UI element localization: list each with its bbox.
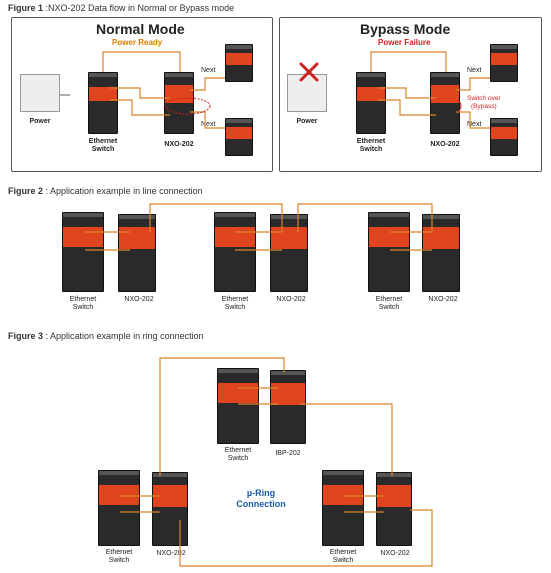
- switch-label-normal: Ethernet Switch: [88, 138, 118, 153]
- next-device-top-normal: [225, 44, 253, 82]
- power-label-bypass: Power: [296, 118, 318, 125]
- ring-right-switch-label: Ethernet Switch: [329, 549, 357, 564]
- ring-connection-label: µ-Ring Connection: [236, 488, 286, 509]
- line-switch-1-label: Ethernet Switch: [69, 296, 97, 311]
- switch-label-bypass: Ethernet Switch: [356, 138, 386, 153]
- line-link-1-2: [149, 203, 283, 232]
- normal-link-a: [110, 87, 170, 99]
- ring-top-device-label: IBP-202: [275, 450, 301, 457]
- line-nxo-2: [270, 214, 308, 292]
- line-nxo-2-label: NXO-202: [276, 296, 306, 303]
- line-nxo-1-label: NXO-202: [124, 296, 154, 303]
- power-failure-cross-icon: [299, 62, 319, 82]
- power-supply-bypass: [287, 74, 327, 112]
- ring-link-bottom: [179, 509, 433, 567]
- ring-right-device-label: NXO-202: [380, 550, 410, 557]
- line-switch-3-label: Ethernet Switch: [375, 296, 403, 311]
- ring-right-switch: [322, 470, 364, 546]
- normal-mode-title: Normal Mode: [96, 21, 185, 37]
- figure-2-text: : Application example in line connection: [43, 186, 203, 196]
- ring-top-switch: [217, 368, 259, 444]
- next-label-bottom-normal: Next: [201, 121, 216, 128]
- figure-2-label: Figure 2: [8, 186, 44, 196]
- bypass-link-next-top: [456, 77, 490, 91]
- next-device-bottom-normal: [225, 118, 253, 156]
- ethernet-switch-bypass: [356, 72, 386, 134]
- power-label-normal: Power: [29, 118, 51, 125]
- next-label-bottom-bypass: Next: [467, 121, 482, 128]
- figure-3-label: Figure 3: [8, 331, 44, 341]
- ring-right-nxo: [376, 472, 412, 546]
- line-switch-2-label: Ethernet Switch: [221, 296, 249, 311]
- ring-top-switch-label: Ethernet Switch: [224, 447, 252, 462]
- normal-mode-subtitle: Power Ready: [112, 38, 163, 47]
- next-label-top-normal: Next: [201, 67, 216, 74]
- figure-1-text: :NXO-202 Data flow in Normal or Bypass m…: [43, 3, 235, 13]
- ring-left-switch-label: Ethernet Switch: [105, 549, 133, 564]
- next-label-top-bypass: Next: [467, 67, 482, 74]
- figure-1-caption: Figure 1 :NXO-202 Data flow in Normal or…: [8, 3, 234, 13]
- bypass-mode-title: Bypass Mode: [360, 21, 451, 37]
- line-link-2-3: [297, 203, 433, 232]
- nxo-202-normal: [164, 72, 194, 134]
- line-switch-3: [368, 212, 410, 292]
- figure-2-caption: Figure 2 : Application example in line c…: [8, 186, 203, 196]
- ring-left-switch: [98, 470, 140, 546]
- ethernet-switch-normal: [88, 72, 118, 134]
- nxo-202-bypass: [430, 72, 460, 134]
- switch-over-label: Switch over (Bypass): [467, 95, 501, 110]
- ring-link-top-left: [159, 357, 285, 476]
- bypass-link-b: [378, 99, 436, 116]
- next-device-top-bypass: [490, 44, 518, 82]
- next-device-bottom-bypass: [490, 118, 518, 156]
- normal-link-b: [110, 99, 170, 116]
- normal-link-next-top: [190, 77, 225, 91]
- device-label-normal: NXO-202: [164, 141, 194, 148]
- power-supply-normal: [20, 74, 60, 112]
- figure-3-caption: Figure 3 : Application example in ring c…: [8, 331, 204, 341]
- ring-left-nxo: [152, 472, 188, 546]
- bypass-switch-over-arc: [457, 99, 462, 113]
- normal-link-next-bottom: [190, 111, 225, 129]
- bypass-mode-subtitle: Power Failure: [378, 38, 431, 47]
- ring-link-top-right: [300, 403, 393, 476]
- bypass-link-a: [378, 87, 436, 99]
- ring-left-device-label: NXO-202: [156, 550, 186, 557]
- bypass-power-link: [370, 51, 447, 72]
- line-nxo-3-label: NXO-202: [428, 296, 458, 303]
- normal-data-flow-loop: [165, 97, 211, 115]
- device-label-bypass: NXO-202: [430, 141, 460, 148]
- bypass-link-next-bottom: [456, 111, 490, 129]
- ring-top-ibp: [270, 370, 306, 444]
- figure-3-text: : Application example in ring connection: [43, 331, 204, 341]
- figure-1-label: Figure 1: [8, 3, 44, 13]
- normal-power-link: [102, 51, 181, 72]
